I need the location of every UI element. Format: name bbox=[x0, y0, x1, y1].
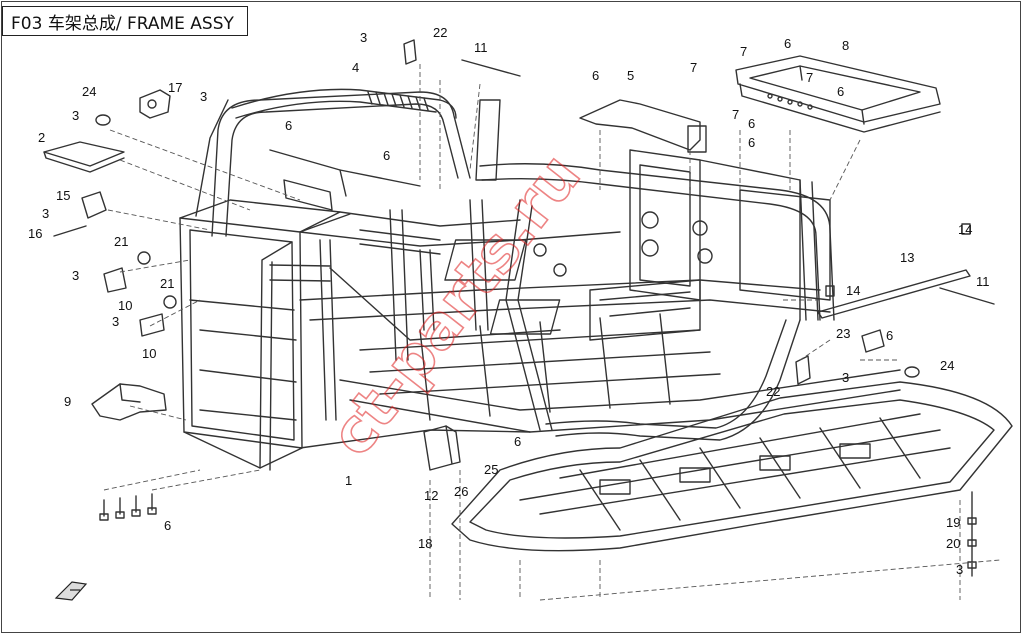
callout-19: 19 bbox=[946, 515, 960, 530]
part-24-bushing-left bbox=[95, 114, 111, 126]
part-10-bracket-lower bbox=[139, 313, 165, 337]
part-13-rod bbox=[817, 269, 971, 319]
part-24-bushing-right bbox=[904, 366, 920, 378]
part-2-plate bbox=[43, 141, 125, 173]
callout-13: 13 bbox=[900, 250, 914, 265]
callout-14-top: 14 bbox=[958, 222, 972, 237]
callout-3-plate: 3 bbox=[72, 108, 79, 123]
callout-6-rack: 6 bbox=[784, 36, 791, 51]
callout-21-upper: 21 bbox=[114, 234, 128, 249]
bolt-group-19-20-3 bbox=[967, 491, 977, 577]
callout-3-top: 3 bbox=[360, 30, 367, 45]
callout-6-bracket23: 6 bbox=[886, 328, 893, 343]
part-17-bracket bbox=[139, 89, 171, 119]
part-5-bracket bbox=[579, 99, 707, 153]
part-21-grommet-lower bbox=[163, 295, 177, 309]
part-21-grommet-upper bbox=[137, 251, 151, 265]
callout-25: 25 bbox=[484, 462, 498, 477]
callout-26: 26 bbox=[454, 484, 468, 499]
callout-3-bracket17: 3 bbox=[200, 89, 207, 104]
part-14-bolt-side bbox=[825, 285, 835, 297]
callout-5: 5 bbox=[627, 68, 634, 83]
callout-8: 8 bbox=[842, 38, 849, 53]
callout-6-bracket12: 6 bbox=[514, 434, 521, 449]
callout-6-lower-rack: 6 bbox=[748, 116, 755, 131]
part-15-hinge bbox=[53, 191, 107, 237]
part-11-rod-right bbox=[939, 287, 995, 305]
callout-6-rear: 6 bbox=[748, 135, 755, 150]
callout-6-bolts: 6 bbox=[164, 518, 171, 533]
callout-14-side: 14 bbox=[846, 283, 860, 298]
callout-labels: 22 3 11 4 6 5 7 7 6 8 7 6 7 24 17 3 6 3 … bbox=[28, 25, 990, 577]
bolt-group-6 bbox=[99, 493, 157, 521]
part-4-cage-tube bbox=[231, 88, 457, 119]
orientation-arrow-icon bbox=[54, 581, 88, 601]
callout-7-left: 7 bbox=[690, 60, 697, 75]
part-11-rod-top bbox=[461, 59, 521, 77]
part-23-bracket bbox=[861, 329, 885, 353]
callout-6-cage-right: 6 bbox=[383, 148, 390, 163]
callout-6-rack-mid: 6 bbox=[837, 84, 844, 99]
callout-4: 4 bbox=[352, 60, 359, 75]
callout-24-left: 24 bbox=[82, 84, 96, 99]
callout-7-rack-mid: 7 bbox=[806, 70, 813, 85]
callout-24-right: 24 bbox=[940, 358, 954, 373]
part-22-bracket-top bbox=[403, 39, 417, 65]
watermark-text: ct-parts.ru bbox=[317, 141, 595, 469]
callout-22-top: 22 bbox=[433, 25, 447, 40]
callout-16: 16 bbox=[28, 226, 42, 241]
part-12-bracket bbox=[423, 425, 461, 471]
callout-3-hinge: 3 bbox=[42, 206, 49, 221]
callout-9: 9 bbox=[64, 394, 71, 409]
callout-20: 20 bbox=[946, 536, 960, 551]
part-9-bracket bbox=[91, 383, 167, 421]
callout-6-bracket5: 6 bbox=[592, 68, 599, 83]
callout-11-top: 11 bbox=[474, 40, 488, 55]
part-14-bolt-top bbox=[961, 223, 971, 235]
callout-11-right: 11 bbox=[976, 274, 990, 289]
callout-17: 17 bbox=[168, 80, 182, 95]
callout-3-bracket10-lower: 3 bbox=[112, 314, 119, 329]
part-8-rear-rack bbox=[735, 55, 941, 133]
callout-10-lower: 10 bbox=[142, 346, 156, 361]
leader-lines bbox=[103, 64, 1001, 601]
callout-7-rack: 7 bbox=[740, 44, 747, 59]
callout-21-lower: 21 bbox=[160, 276, 174, 291]
callout-12: 12 bbox=[424, 488, 438, 503]
callout-6-cage-left: 6 bbox=[285, 118, 292, 133]
part-18-skid-plate bbox=[451, 381, 1013, 552]
callout-15: 15 bbox=[56, 188, 70, 203]
callout-10-upper: 10 bbox=[118, 298, 132, 313]
callout-2: 2 bbox=[38, 130, 45, 145]
callout-7-lower: 7 bbox=[732, 107, 739, 122]
callout-23: 23 bbox=[836, 326, 850, 341]
callout-22-right: 22 bbox=[766, 384, 780, 399]
callout-1: 1 bbox=[345, 473, 352, 488]
part-10-bracket-upper bbox=[103, 267, 127, 293]
diagram-title: F03 车架总成/ FRAME ASSY bbox=[2, 6, 248, 36]
callout-3-bottom: 3 bbox=[956, 562, 963, 577]
callout-18: 18 bbox=[418, 536, 432, 551]
callout-3-right: 3 bbox=[842, 370, 849, 385]
part-22-bracket-right bbox=[795, 355, 811, 385]
callout-3-bracket10: 3 bbox=[72, 268, 79, 283]
